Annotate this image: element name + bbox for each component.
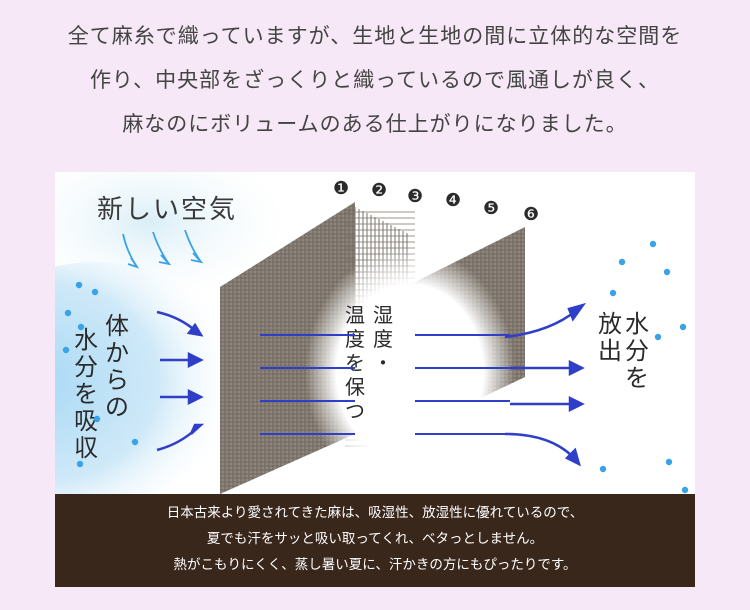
left-label-col-2: 水分を吸収: [74, 326, 98, 462]
moisture-dot: [649, 240, 657, 248]
moisture-dot: [75, 281, 83, 289]
moisture-dot: [64, 309, 72, 317]
intro-line-1: 全て麻糸で織っていますが、生地と生地の間に立体的な空間を: [67, 24, 683, 48]
moisture-dot: [665, 458, 673, 466]
release-arrows: [504, 302, 587, 467]
through-lines: [260, 334, 510, 435]
intro-line-2: 作り、中央部をざっくりと織っているので風通しが良く、: [89, 68, 661, 92]
fresh-air-label: 新しい空気: [97, 195, 237, 225]
left-label-col-1: 体からの: [105, 312, 129, 421]
right-label-col-1: 水分を: [625, 310, 649, 392]
moisture-dot: [681, 486, 689, 494]
moisture-dot: [663, 268, 671, 276]
moisture-dot: [618, 258, 626, 266]
left-label: 体からの 水分を吸収: [74, 312, 129, 462]
right-label-col-2: 放出: [598, 310, 622, 365]
moisture-dot: [93, 415, 101, 423]
footer-line-3: 熱がこもりにくく、蒸し暑い夏に、汗かきの方にもぴったりです。: [173, 557, 577, 573]
center-label-col-1: 湿度・: [373, 303, 393, 375]
layer-number-3: ❸: [407, 186, 423, 207]
intro-text: 全て麻糸で織っていますが、生地と生地の間に立体的な空間を 作り、中央部をざっくり…: [0, 14, 750, 146]
center-label-col-2: 温度を保つ: [345, 303, 365, 423]
layer-number-5: ❺: [483, 198, 499, 219]
moisture-dot: [679, 323, 687, 331]
intro-line-3: 麻なのにボリュームのある仕上がりになりました。: [122, 112, 628, 136]
absorb-arrows: [156, 310, 205, 452]
footer-description: 日本古来より愛されてきた麻は、吸湿性、放湿性に優れているので、 夏でも汗をサッと…: [55, 494, 695, 587]
body-moisture-cloud: [55, 262, 240, 502]
right-label: 水分を 放出: [598, 310, 649, 392]
moisture-dot: [131, 438, 139, 446]
layer-number-6: ❻: [523, 204, 539, 225]
fabric-layers: [220, 202, 525, 497]
center-label: 湿度・ 温度を保つ: [345, 303, 393, 423]
layer-number-4: ❹: [445, 190, 461, 211]
layer-number-2: ❷: [371, 180, 387, 201]
moisture-dot: [77, 323, 85, 331]
moisture-dot: [62, 346, 70, 354]
moisture-dot: [609, 289, 617, 297]
footer-line-2: 夏でも汗をサッと吸い取ってくれ、ベタっとしません。: [206, 531, 544, 547]
moisture-dots: [62, 240, 689, 494]
layer-number-1: ❶: [333, 178, 349, 199]
footer-line-1: 日本古来より愛されてきた麻は、吸湿性、放湿性に優れているので、: [166, 505, 584, 521]
moisture-dot: [654, 333, 662, 341]
fresh-air-arrows: [122, 229, 204, 269]
moisture-dot: [91, 288, 99, 296]
moisture-dot: [599, 465, 607, 473]
center-space: [305, 247, 515, 497]
moisture-dot: [76, 460, 84, 468]
